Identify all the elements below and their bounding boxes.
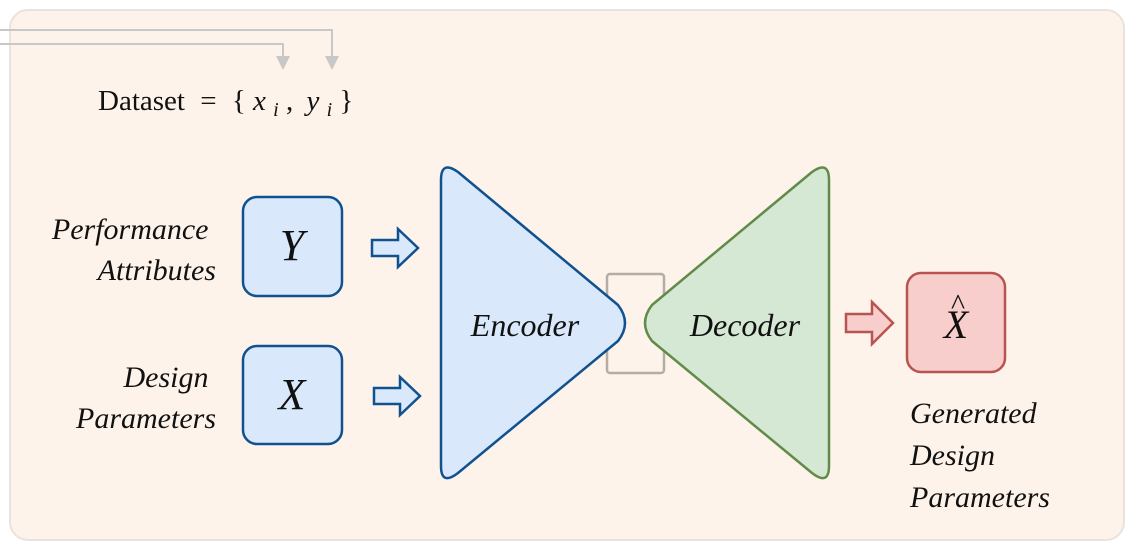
connector-y-arrowhead: [325, 56, 339, 70]
decoder-label: Decoder: [689, 307, 801, 343]
design-label-line2: Parameters: [75, 402, 216, 435]
y-to-encoder-arrow-icon: [370, 226, 420, 270]
dataset-open-brace: {: [232, 85, 246, 117]
y-input-box: [241, 195, 344, 298]
output-label-line3: Parameters: [909, 481, 1050, 514]
encoder-label: Encoder: [470, 307, 580, 343]
y-symbol: Y: [280, 221, 309, 270]
decoder-to-output-arrow-icon: [844, 298, 895, 348]
dataset-word: Dataset: [98, 85, 185, 117]
decoder-block: [643, 166, 831, 480]
x-to-encoder-arrow-icon: [372, 374, 422, 418]
generated-design-parameters-label: Generated Design Parameters: [909, 397, 1050, 514]
connector-x: [0, 43, 284, 58]
output-label-line1: Generated: [910, 397, 1038, 430]
connector-y: [0, 29, 333, 58]
dataset-label: Dataset = { x i , y i }: [98, 85, 353, 123]
design-label-line1: Design: [123, 361, 209, 394]
performance-label-line2: Attributes: [96, 254, 216, 287]
dataset-comma: ,: [286, 85, 293, 117]
dataset-x: x: [252, 85, 266, 117]
x-input-box: [241, 344, 344, 446]
dataset-x-subscript: i: [273, 99, 279, 121]
output-box: [905, 271, 1007, 374]
design-parameters-label: Design Parameters: [75, 361, 216, 435]
dataset-close-brace: }: [339, 85, 353, 117]
dataset-y: y: [303, 85, 319, 117]
output-label-line2: Design: [909, 439, 995, 472]
x-hat-symbol: X: [942, 302, 970, 347]
x-symbol: X: [277, 370, 308, 419]
encoder-block: [439, 166, 627, 480]
connector-x-arrowhead: [276, 56, 290, 70]
performance-attributes-label: Performance Attributes: [51, 213, 216, 287]
dataset-equals: =: [200, 85, 216, 117]
dataset-y-subscript: i: [327, 99, 333, 121]
x-hat-accent: ^: [951, 288, 965, 321]
performance-label-line1: Performance: [51, 213, 209, 246]
dataset-connectors: [0, 29, 333, 58]
